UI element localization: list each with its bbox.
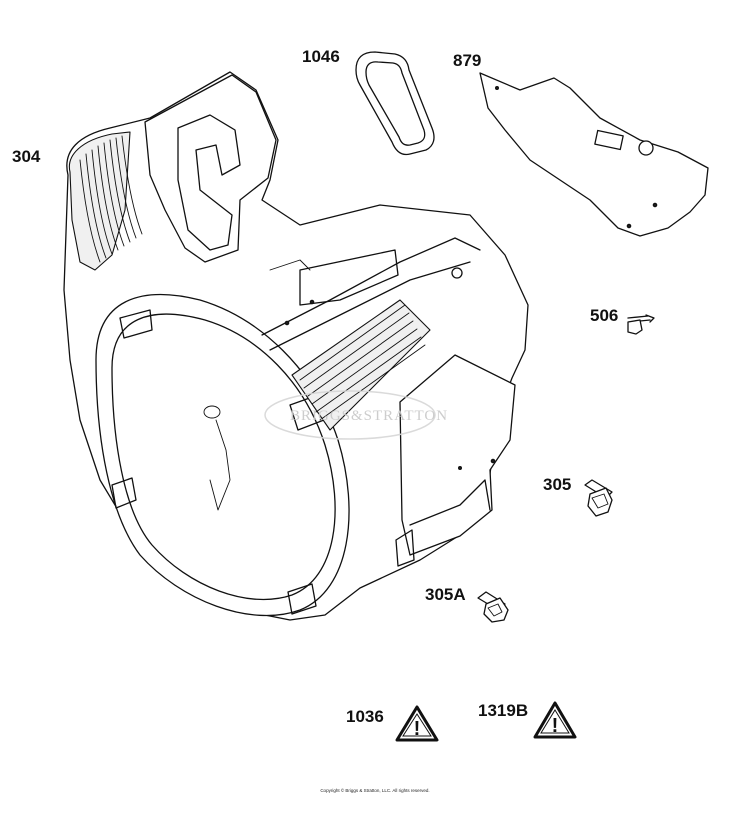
warning-triangle-icon: ! [414, 718, 421, 740]
warning-triangle-icon: ! [552, 715, 559, 737]
part-label-1319B: 1319B [478, 701, 528, 720]
part-label-506: 506 [590, 306, 618, 325]
blower-housing-part-304[interactable] [63, 71, 529, 621]
part-label-305A: 305A [425, 585, 466, 604]
part-label-1036: 1036 [346, 707, 384, 726]
brand-watermark: BRIGGS&STRATTON [264, 390, 448, 440]
warning-label-part-1036[interactable]: ! [395, 705, 439, 742]
left-cooling-fins [79, 135, 143, 263]
part-label-304: 304 [12, 147, 41, 166]
part-label-879: 879 [453, 51, 481, 70]
warning-label-part-1319B[interactable]: ! [533, 701, 577, 739]
copyright-notice: Copyright © Briggs & Stratton, LLC. All … [320, 787, 429, 793]
screw-part-305[interactable] [584, 479, 613, 517]
screw-part-305A[interactable] [477, 591, 509, 623]
screw-part-506[interactable] [627, 314, 655, 335]
part-label-305: 305 [543, 475, 571, 494]
gasket-part-1046[interactable] [355, 51, 435, 156]
cover-plate-part-879[interactable] [479, 72, 709, 237]
watermark-text: BRIGGS&STRATTON [290, 408, 448, 424]
part-label-1046: 1046 [302, 47, 340, 66]
